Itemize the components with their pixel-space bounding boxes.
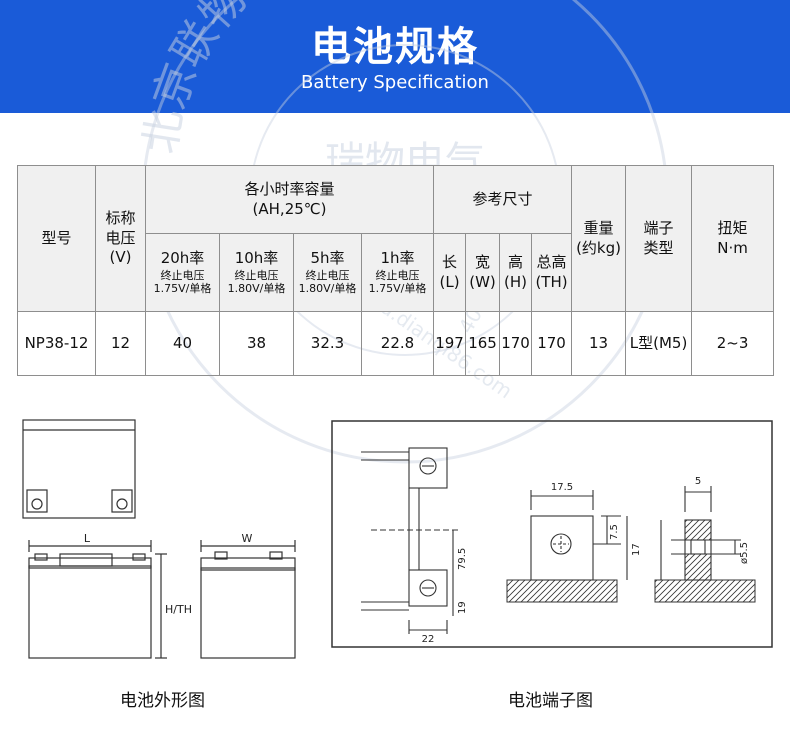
page-title: 电池规格 — [311, 24, 479, 70]
caption-outline: 电池外形图 — [120, 691, 205, 711]
dim-5-5: ø5.5 — [739, 542, 750, 564]
cell-weight: 13 — [571, 311, 627, 376]
cell-length: 197 — [433, 311, 467, 376]
cell-torque: 2~3 — [691, 311, 775, 376]
caption-terminal: 电池端子图 — [508, 691, 593, 711]
header-dimensions: 参考尺寸 — [433, 165, 573, 234]
cell-height: 170 — [499, 311, 533, 376]
dim-label-width: W — [242, 532, 253, 545]
cell-capacity-10h: 38 — [219, 311, 294, 376]
cell-voltage: 12 — [95, 311, 146, 376]
table-row: NP38-12 12 40 38 32.3 22.8 197 165 170 1… — [17, 311, 775, 376]
dim-17: 17 — [631, 543, 642, 556]
header-height: 高(H) — [499, 233, 533, 312]
header-capacity: 各小时率容量(AH,25℃) — [144, 165, 435, 234]
header-terminal: 端子类型 — [625, 165, 693, 312]
header-total-height: 总高(TH) — [531, 233, 573, 312]
dim-7-5: 7.5 — [609, 524, 620, 540]
header-weight: 重量(约kg) — [571, 165, 627, 312]
cell-terminal: L型(M5) — [625, 311, 693, 376]
dim-22: 22 — [422, 634, 435, 645]
dim-label-length: L — [84, 532, 91, 545]
cell-model: NP38-12 — [17, 311, 96, 376]
dim-label-height: H/TH — [165, 603, 192, 616]
battery-outline-drawing: L W H/TH — [22, 419, 296, 659]
dim-19: 19 — [457, 601, 468, 614]
page-subtitle: Battery Specification — [301, 72, 489, 93]
spec-table: 型号 标称电压(V) 各小时率容量(AH,25℃) 参考尺寸 重量(约kg) 端… — [17, 165, 775, 376]
cell-capacity-20h: 40 — [145, 311, 220, 376]
header-width: 宽(W) — [465, 233, 501, 312]
cell-capacity-5h: 32.3 — [293, 311, 362, 376]
dim-79-5: 79.5 — [457, 548, 468, 570]
dim-17-5: 17.5 — [551, 482, 573, 493]
header-length: 长(L) — [433, 233, 467, 312]
dim-5: 5 — [695, 476, 701, 487]
cell-width: 165 — [465, 311, 501, 376]
header-model: 型号 — [17, 165, 96, 312]
battery-terminal-drawing: 79.5 19 22 17.5 7.5 17 5 ø5.5 — [331, 420, 773, 648]
header-voltage: 标称电压(V) — [95, 165, 146, 312]
header-banner: 电池规格 Battery Specification — [0, 0, 790, 113]
cell-total-height: 170 — [531, 311, 573, 376]
cell-capacity-1h: 22.8 — [360, 311, 435, 376]
